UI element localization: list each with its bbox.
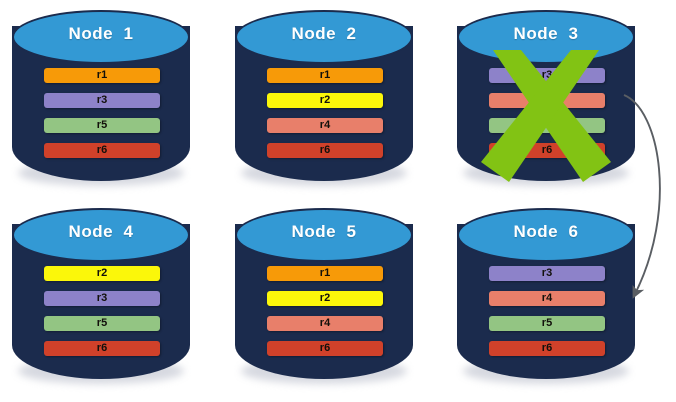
record-bar-label: r3 bbox=[541, 69, 553, 81]
record-bar[interactable]: r4 bbox=[267, 118, 383, 133]
database-node-5[interactable]: Node 5 r1 r2 r4 r6 bbox=[235, 208, 413, 384]
record-bar[interactable]: r1 bbox=[267, 266, 383, 281]
record-bar-label: r3 bbox=[96, 292, 108, 304]
record-bar[interactable]: r4 bbox=[267, 316, 383, 331]
record-bar[interactable]: r3 bbox=[44, 93, 160, 108]
record-bar[interactable]: r6 bbox=[44, 341, 160, 356]
record-bar-label: r3 bbox=[541, 267, 553, 279]
record-bar-label: r4 bbox=[541, 292, 553, 304]
record-bar-label: r6 bbox=[541, 342, 553, 354]
record-bar-label: r6 bbox=[541, 144, 553, 156]
node-title: Node 6 bbox=[513, 222, 579, 241]
record-bar[interactable]: r2 bbox=[267, 93, 383, 108]
record-bar[interactable]: r5 bbox=[44, 316, 160, 331]
record-bar-label: r2 bbox=[319, 94, 331, 106]
node-title: Node 5 bbox=[291, 222, 357, 241]
record-bar[interactable]: r6 bbox=[267, 143, 383, 158]
record-bar-label: r1 bbox=[96, 69, 108, 81]
record-bar-list: r1 r2 r4 r6 bbox=[267, 68, 383, 168]
record-bar-label: r5 bbox=[96, 317, 108, 329]
record-bar-label: r6 bbox=[96, 144, 108, 156]
record-bar[interactable]: r3 bbox=[44, 291, 160, 306]
record-bar-list: r3 r4 r5 r6 bbox=[489, 266, 605, 366]
record-bar[interactable]: r6 bbox=[489, 143, 605, 158]
record-bar-list: r1 r3 r5 r6 bbox=[44, 68, 160, 168]
node-title: Node 2 bbox=[291, 24, 357, 43]
record-bar[interactable]: r1 bbox=[44, 68, 160, 83]
record-bar-label: r2 bbox=[319, 292, 331, 304]
database-node-1[interactable]: Node 1 r1 r3 r5 r6 bbox=[12, 10, 190, 186]
record-bar[interactable]: r6 bbox=[44, 143, 160, 158]
record-bar[interactable]: r5 bbox=[489, 118, 605, 133]
record-bar-label: r3 bbox=[96, 94, 108, 106]
database-node-6[interactable]: Node 6 r3 r4 r5 r6 bbox=[457, 208, 635, 384]
record-bar-label: r5 bbox=[541, 317, 553, 329]
record-bar[interactable]: r4 bbox=[489, 93, 605, 108]
record-bar-label: r4 bbox=[319, 119, 331, 131]
cylinder-top-ellipse bbox=[235, 10, 413, 64]
node-title: Node 4 bbox=[68, 222, 134, 241]
record-bar-label: r5 bbox=[541, 119, 553, 131]
record-bar[interactable]: r2 bbox=[267, 291, 383, 306]
database-node-3[interactable]: Node 3 r3 r4 r5 r6 bbox=[457, 10, 635, 186]
record-bar[interactable]: r5 bbox=[489, 316, 605, 331]
record-bar[interactable]: r5 bbox=[44, 118, 160, 133]
record-bar-label: r4 bbox=[541, 94, 553, 106]
record-bar-label: r6 bbox=[319, 144, 331, 156]
record-bar-list: r3 r4 r5 r6 bbox=[489, 68, 605, 168]
node-title: Node 1 bbox=[68, 24, 134, 43]
record-bar-label: r6 bbox=[96, 342, 108, 354]
database-node-4[interactable]: Node 4 r2 r3 r5 r6 bbox=[12, 208, 190, 384]
record-bar[interactable]: r2 bbox=[44, 266, 160, 281]
record-bar-list: r2 r3 r5 r6 bbox=[44, 266, 160, 366]
record-bar[interactable]: r1 bbox=[267, 68, 383, 83]
record-bar[interactable]: r4 bbox=[489, 291, 605, 306]
record-bar[interactable]: r6 bbox=[267, 341, 383, 356]
database-node-2[interactable]: Node 2 r1 r2 r4 r6 bbox=[235, 10, 413, 186]
record-bar-label: r1 bbox=[319, 69, 331, 81]
cylinder-top-ellipse bbox=[12, 10, 190, 64]
record-bar[interactable]: r6 bbox=[489, 341, 605, 356]
record-bar-label: r2 bbox=[96, 267, 108, 279]
record-bar-label: r4 bbox=[319, 317, 331, 329]
record-bar-label: r6 bbox=[319, 342, 331, 354]
record-bar-list: r1 r2 r4 r6 bbox=[267, 266, 383, 366]
record-bar-label: r1 bbox=[319, 267, 331, 279]
record-bar-label: r5 bbox=[96, 119, 108, 131]
node-title: Node 3 bbox=[513, 24, 579, 43]
cylinder-top-ellipse bbox=[12, 208, 190, 262]
record-bar[interactable]: r3 bbox=[489, 68, 605, 83]
cylinder-top-ellipse bbox=[457, 208, 635, 262]
record-bar[interactable]: r3 bbox=[489, 266, 605, 281]
cylinder-top-ellipse bbox=[235, 208, 413, 262]
